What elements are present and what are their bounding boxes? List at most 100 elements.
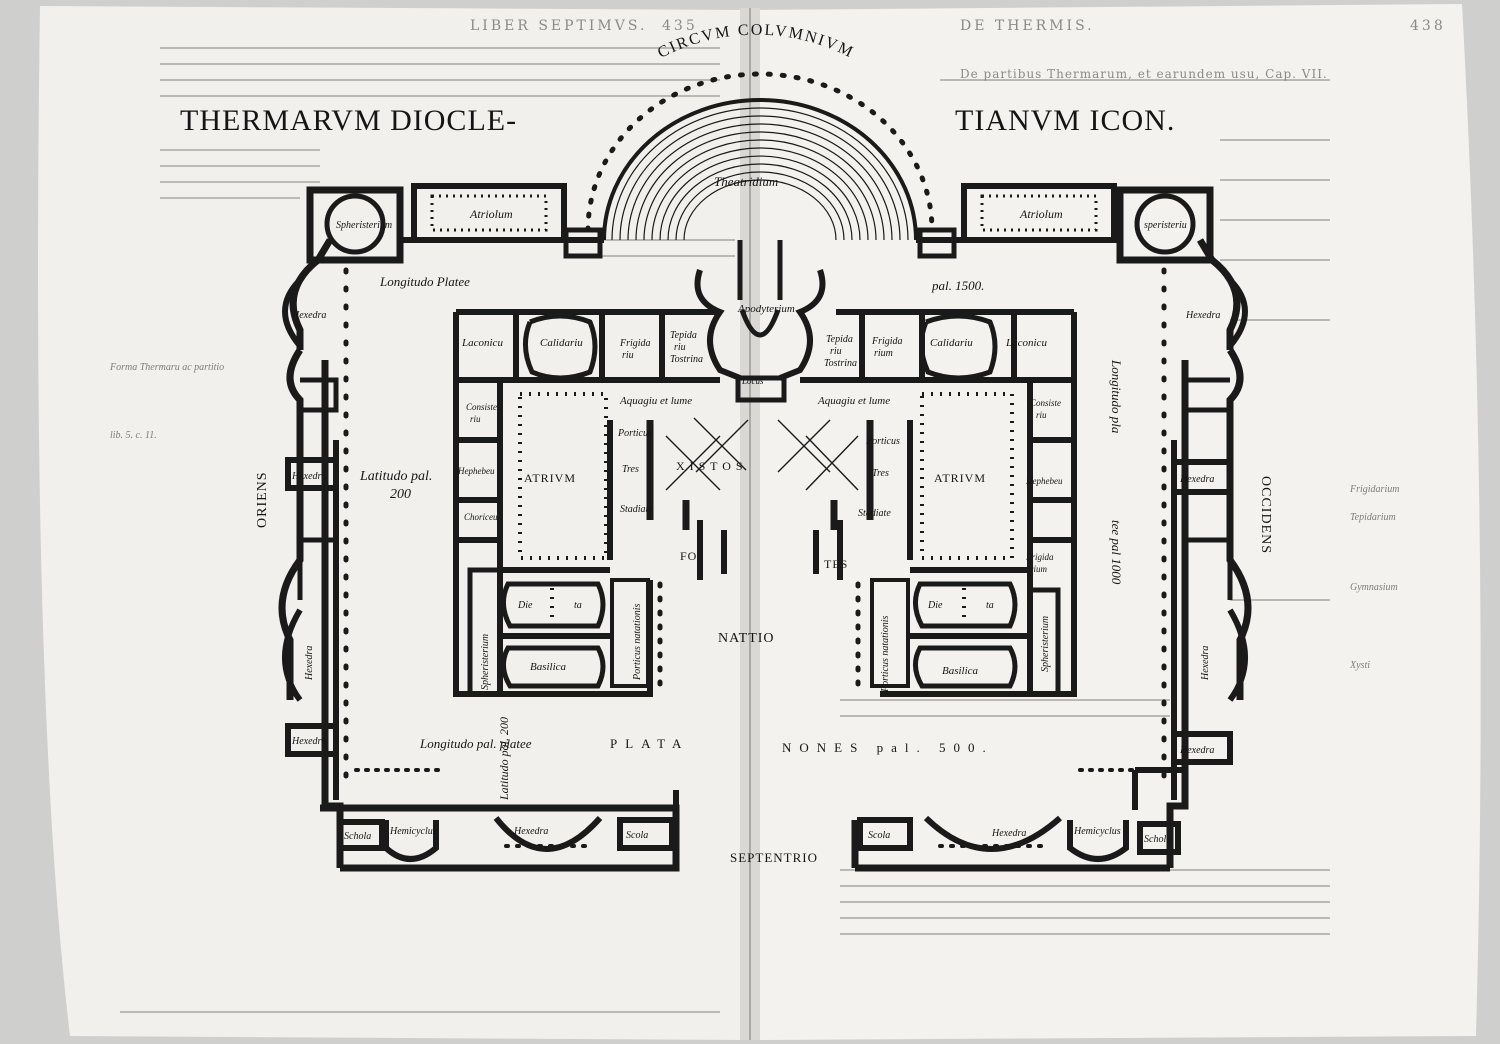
fontes-label-right: TES — [824, 557, 848, 571]
margin-note: Forma Thermaru ac partitio — [109, 362, 224, 373]
atriolum-left-label: Atriolum — [469, 207, 513, 221]
spheristerium-side-right-label: Spheristerium — [1040, 616, 1051, 672]
spheristerium-right: speristeriu — [1116, 186, 1214, 264]
frigidarium-small-label-2: rium — [1030, 564, 1048, 574]
atriolum-right-label: Atriolum — [1019, 207, 1063, 221]
hexedra-right-bottom: Hexedra — [1171, 731, 1233, 765]
schola-label: Schola — [1144, 834, 1171, 845]
choriceum-label: Choriceu — [464, 512, 498, 522]
scola-right: Scola — [857, 817, 913, 851]
xistos: Porticus Tres Stadiate Porticus Tres Sta… — [607, 417, 913, 560]
margin-note: Frigidarium — [1349, 484, 1399, 495]
porticus-natationis-right-label: Porticus natationis — [880, 616, 891, 694]
dimension-longitudo-right-2: tee pal 1000 — [1109, 520, 1124, 585]
hexedra-left-apse: Hexedra — [282, 608, 315, 702]
dimension-latitudo-2: 200 — [390, 487, 411, 502]
frigidarium-right-label: Frigida — [871, 336, 903, 347]
hexedra-left-square: Hexedra — [285, 457, 339, 491]
title-right: TIANVM ICON. — [955, 104, 1175, 137]
precinct-wall — [278, 238, 1252, 872]
hemicyclus-left: Hemicyclus — [383, 820, 439, 862]
margin-note: Gymnasium — [1350, 582, 1398, 593]
caldarium-right-label: Calidariu — [930, 337, 973, 349]
tepidarium-right-label: Tepida — [826, 334, 853, 345]
porticus-left-label: Porticus — [617, 428, 652, 439]
margin-note: Tepidarium — [1350, 512, 1396, 523]
consisterium-right-label: Consiste — [1030, 398, 1061, 408]
scola-label: Schola — [344, 831, 371, 842]
theatridium: Theatridium — [585, 71, 935, 241]
dimension-latitudo: Latitudo pal. — [359, 469, 432, 484]
consisterium-left-label-2: riu — [470, 414, 481, 424]
atrium-left: ATRIVM — [518, 392, 608, 560]
dieta-right-label-2: ta — [986, 600, 994, 611]
margin-note: lib. 5. c. 11. — [110, 430, 157, 441]
hexedra-bottom-right: Hexedra — [923, 815, 1062, 852]
title-left: THERMARVM DIOCLE- — [180, 104, 517, 137]
basilica-left-label: Basilica — [530, 661, 567, 673]
hexedra-label: Hexedra — [1200, 646, 1211, 681]
porticus-natationis-right: Porticus natationis — [855, 578, 910, 694]
hexedra-label: Hexedra — [1179, 474, 1214, 485]
ephebeum-left-label: Hephebeu — [457, 466, 495, 476]
running-head-right: DE THERMIS. — [960, 18, 1095, 34]
aquagium-right-label: Aquagiu et lume — [817, 395, 890, 407]
spheristerium-side-left-label: Spheristerium — [480, 634, 491, 690]
main-building: Apodyterium Locus Laconicu Calidariu Fri… — [453, 240, 1077, 697]
porticus-left-label-2: Tres — [622, 464, 639, 475]
hexedra-right-apse: Hexedra — [1200, 608, 1248, 702]
hexedra-left-bottom: Hexedra — [285, 723, 339, 757]
xistos-label: X I S T O S — [676, 459, 744, 473]
laconicum-left-label: Laconicu — [461, 337, 503, 349]
hemicyclus-label: Hemicyclus — [1073, 826, 1121, 837]
hexedra-label: Hexedra — [304, 646, 315, 681]
dimension-platanones-2: NONES pal. 500. — [782, 740, 994, 755]
tepidarium-right-label-3: Tostrina — [824, 358, 857, 369]
aquagium-left-label: Aquagiu et lume — [619, 395, 692, 407]
hexedra-bottom-left: Hexedra — [493, 816, 603, 852]
hexedra-label: Hexedra — [991, 828, 1026, 839]
scola-left-2: Scola — [617, 817, 675, 851]
atrium-right: ATRIVM — [920, 392, 1014, 560]
caldarium-left-label: Calidariu — [540, 337, 583, 349]
tepidarium-left-label-2: riu — [674, 342, 686, 353]
thermae-plan: Theatridium Spheristerium s — [255, 71, 1273, 872]
dimension-latitudo-bottom: Latitudo pal. 200 — [497, 717, 511, 801]
consisterium-right-label-2: riu — [1036, 410, 1047, 420]
atrium-right-label: ATRIVM — [934, 471, 986, 485]
hemicyclus-label: Hemicyclus — [389, 826, 437, 837]
dieta-basilica-right: Die ta Basilica Spheristerium — [910, 567, 1061, 697]
hexedra-label: Hexedra — [1179, 745, 1214, 756]
dieta-left-label: Die — [517, 600, 533, 611]
dieta-left-label-2: ta — [574, 600, 582, 611]
frigidarium-small-label: Frigida — [1025, 552, 1054, 562]
page-number-left: 435 — [662, 18, 698, 34]
spheristerium-left: Spheristerium — [306, 186, 404, 264]
tepidarium-right-label-2: riu — [830, 346, 842, 357]
ephebeum-right-label: Hephebeu — [1025, 476, 1063, 486]
page-number-right: 438 — [1410, 18, 1446, 34]
porticus-right-label-3: Stadiate — [858, 508, 891, 519]
direction-oriens: ORIENS — [255, 471, 270, 528]
hexedra-label: Hexedra — [291, 736, 326, 747]
spheristerium-left-label: Spheristerium — [336, 220, 392, 231]
left-page — [38, 6, 748, 1040]
tepidarium-left-label-3: Tostrina — [670, 354, 703, 365]
scola-label: Scola — [626, 830, 648, 841]
dimension-platanones: PLATA — [610, 736, 689, 751]
porticus-right-label-2: Tres — [872, 468, 889, 479]
chapter-heading: De partibus Thermarum, et earundem usu, … — [960, 67, 1328, 81]
dieta-right-label: Die — [927, 600, 943, 611]
hexedra-label: Hexedra — [291, 471, 326, 482]
porticus-natationis-left: Porticus natationis — [610, 578, 663, 693]
hexedra-label: Hexedra — [1185, 310, 1220, 321]
natatio-label: NATTIO — [718, 631, 775, 646]
frigidarium-left-label-2: riu — [622, 350, 634, 361]
hemicyclus-right: Hemicyclus — [1067, 820, 1129, 862]
dimension-longitudo-bottom: Longitudo pal. platee — [419, 736, 532, 751]
hexedra-label: Hexedra — [291, 310, 326, 321]
hexedra-left-top: Hexedra — [282, 277, 326, 348]
apodyterium-label: Apodyterium — [737, 303, 795, 315]
